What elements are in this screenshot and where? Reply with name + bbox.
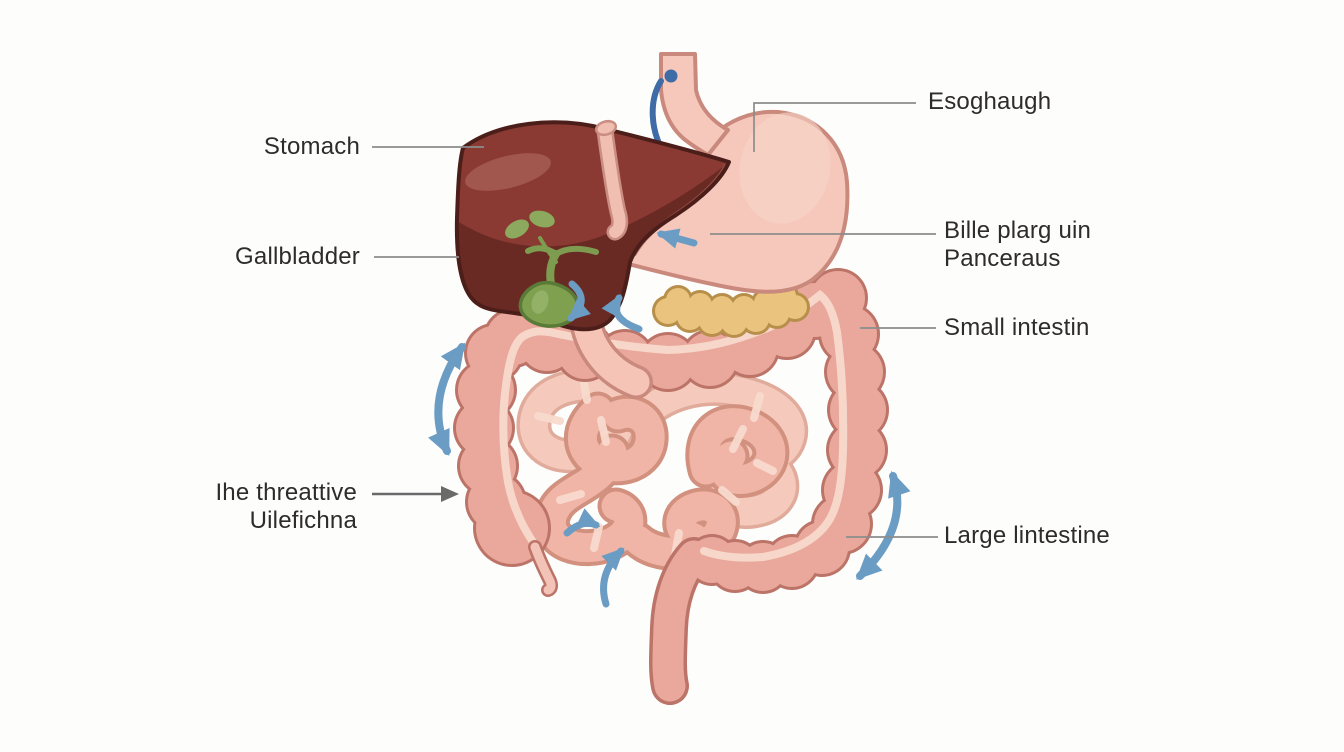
label-stomach: Stomach xyxy=(263,133,360,160)
flow-arrow-ascending-colon xyxy=(428,342,466,456)
stomach-highlight xyxy=(739,112,831,224)
esophagus-illustration xyxy=(659,52,730,157)
label-bile-pancreas-line2: Panceraus xyxy=(944,245,1061,272)
label-small-intestine: Small intestin xyxy=(944,314,1090,341)
label-bile-pancreas: Bille plarg uin Panceraus xyxy=(944,217,1091,273)
flow-arrow-descending-colon xyxy=(856,470,911,580)
label-connectors xyxy=(372,102,938,538)
liver-lower-lobe-shadow xyxy=(458,162,729,330)
label-bile-pancreas-line1: Bille plarg uin xyxy=(944,217,1092,244)
flow-arrow-to-stomach xyxy=(656,228,698,249)
label-digestive-tract: Ihe threattive Uilefichna xyxy=(215,479,357,535)
gallbladder-highlight xyxy=(531,290,549,314)
connector-digestive-arrow xyxy=(372,486,459,502)
large-intestine-illustration xyxy=(453,268,889,686)
stomach-illustration xyxy=(586,109,850,294)
liver-illustration xyxy=(454,119,731,332)
connector-esophagus xyxy=(753,102,916,152)
label-digestive-tract-line2: Uilefichna xyxy=(249,507,357,534)
label-gallbladder: Gallbladder xyxy=(235,243,360,270)
falciform-ligament-band xyxy=(594,119,629,241)
flow-arrow-dot xyxy=(664,69,678,83)
flow-arrow-duodenum xyxy=(601,293,643,333)
label-large-intestine: Large lintestine xyxy=(944,522,1110,549)
peristalsis-arrows xyxy=(428,228,911,608)
label-digestive-tract-line1: Ihe threattive xyxy=(215,479,357,506)
gallbladder-illustration xyxy=(505,210,599,328)
flow-arrow-gallbladder-to-duodenum xyxy=(567,280,591,322)
gallbladder-leaves xyxy=(505,210,555,239)
liver-highlight xyxy=(465,153,551,191)
flow-arrow-ileum-right xyxy=(563,508,601,537)
label-esophagus: Esoghaugh xyxy=(928,88,1052,115)
connector-arrowhead xyxy=(441,486,459,502)
flow-arrow-ileum-up xyxy=(600,547,625,608)
